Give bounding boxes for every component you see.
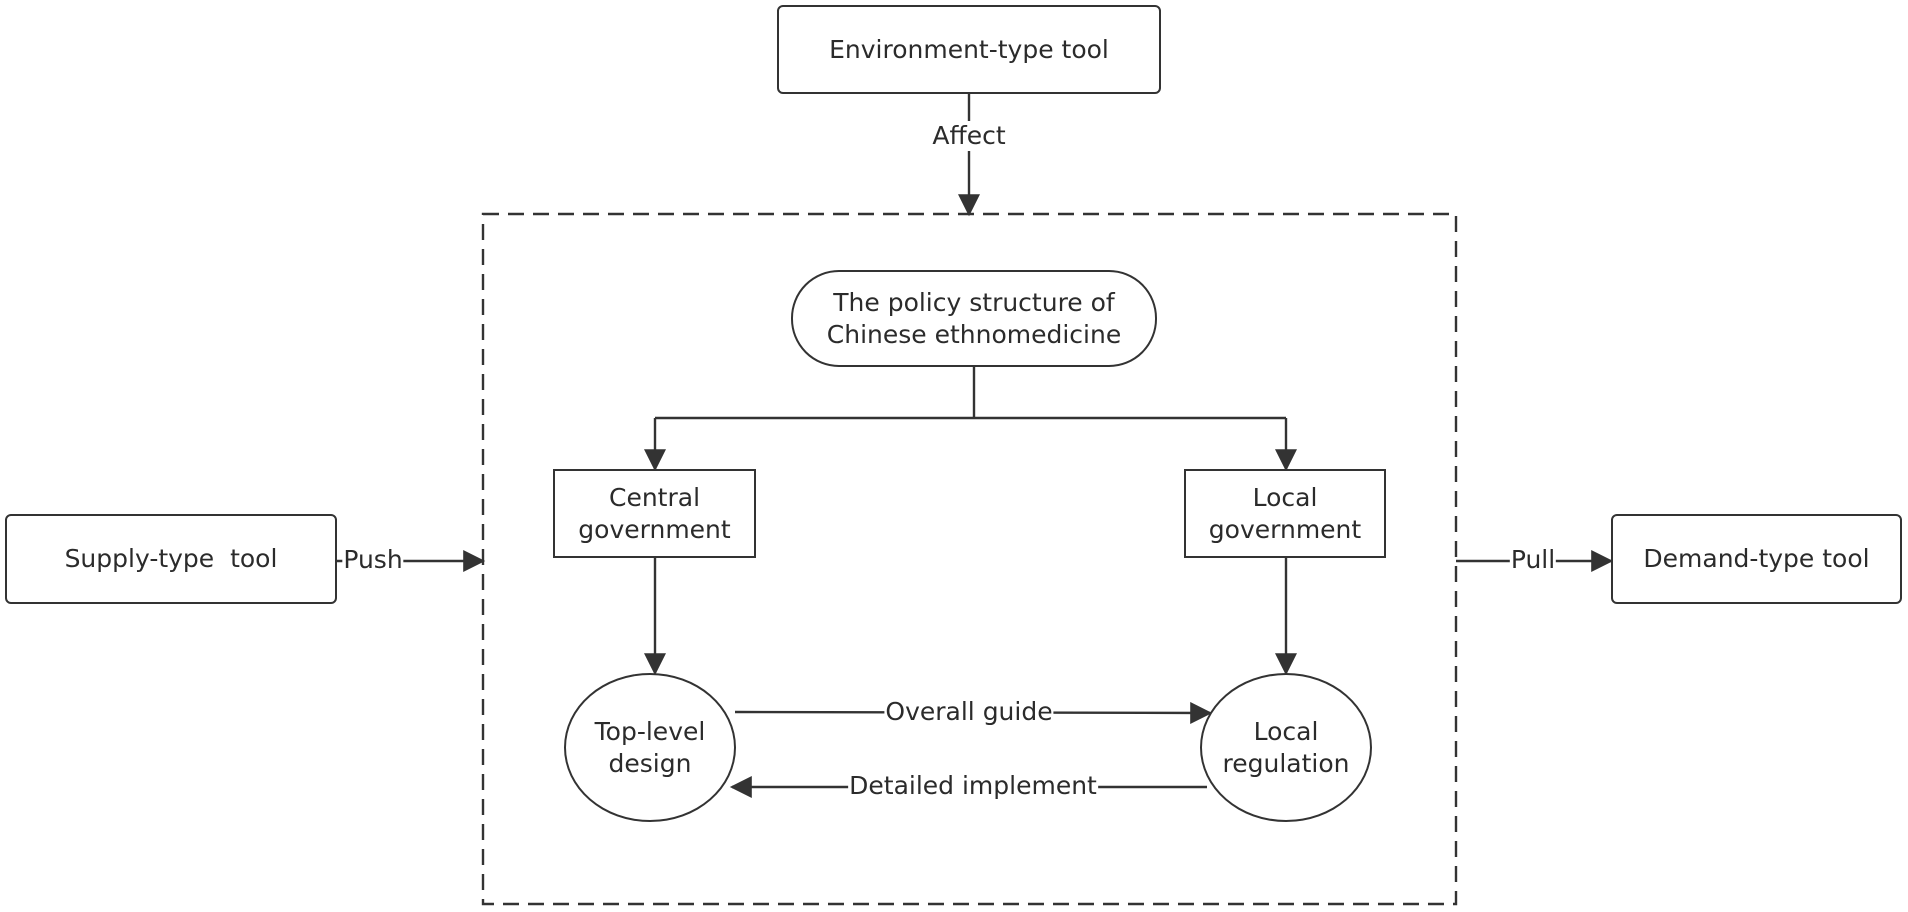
node-environment-type-tool: Environment-type tool	[777, 5, 1161, 94]
node-label: Top-level design	[594, 716, 706, 778]
node-label: Demand-type tool	[1643, 544, 1870, 573]
node-label: Supply-type tool	[64, 544, 278, 573]
node-policy-structure: The policy structure of Chinese ethnomed…	[791, 270, 1157, 367]
node-local-regulation: Local regulation	[1200, 673, 1372, 822]
edge-label-detailed-implement: Detailed implement	[848, 771, 1098, 801]
node-label: The policy structure of Chinese ethnomed…	[826, 287, 1122, 349]
edge-label-push: Push	[342, 545, 404, 575]
node-supply-type-tool: Supply-type tool	[5, 514, 337, 604]
edge-label-pull: Pull	[1509, 545, 1557, 575]
edge-label-overall-guide: Overall guide	[884, 697, 1054, 727]
node-label: Local government	[1208, 482, 1362, 544]
node-local-government: Local government	[1184, 469, 1386, 558]
edge-label-affect: Affect	[931, 121, 1007, 151]
node-label: Environment-type tool	[829, 34, 1109, 64]
edge-structure-split	[655, 367, 1286, 420]
node-top-level-design: Top-level design	[564, 673, 736, 822]
node-label: Local regulation	[1222, 716, 1350, 778]
node-label: Central government	[578, 482, 731, 544]
node-central-government: Central government	[553, 469, 756, 558]
node-demand-type-tool: Demand-type tool	[1611, 514, 1902, 604]
